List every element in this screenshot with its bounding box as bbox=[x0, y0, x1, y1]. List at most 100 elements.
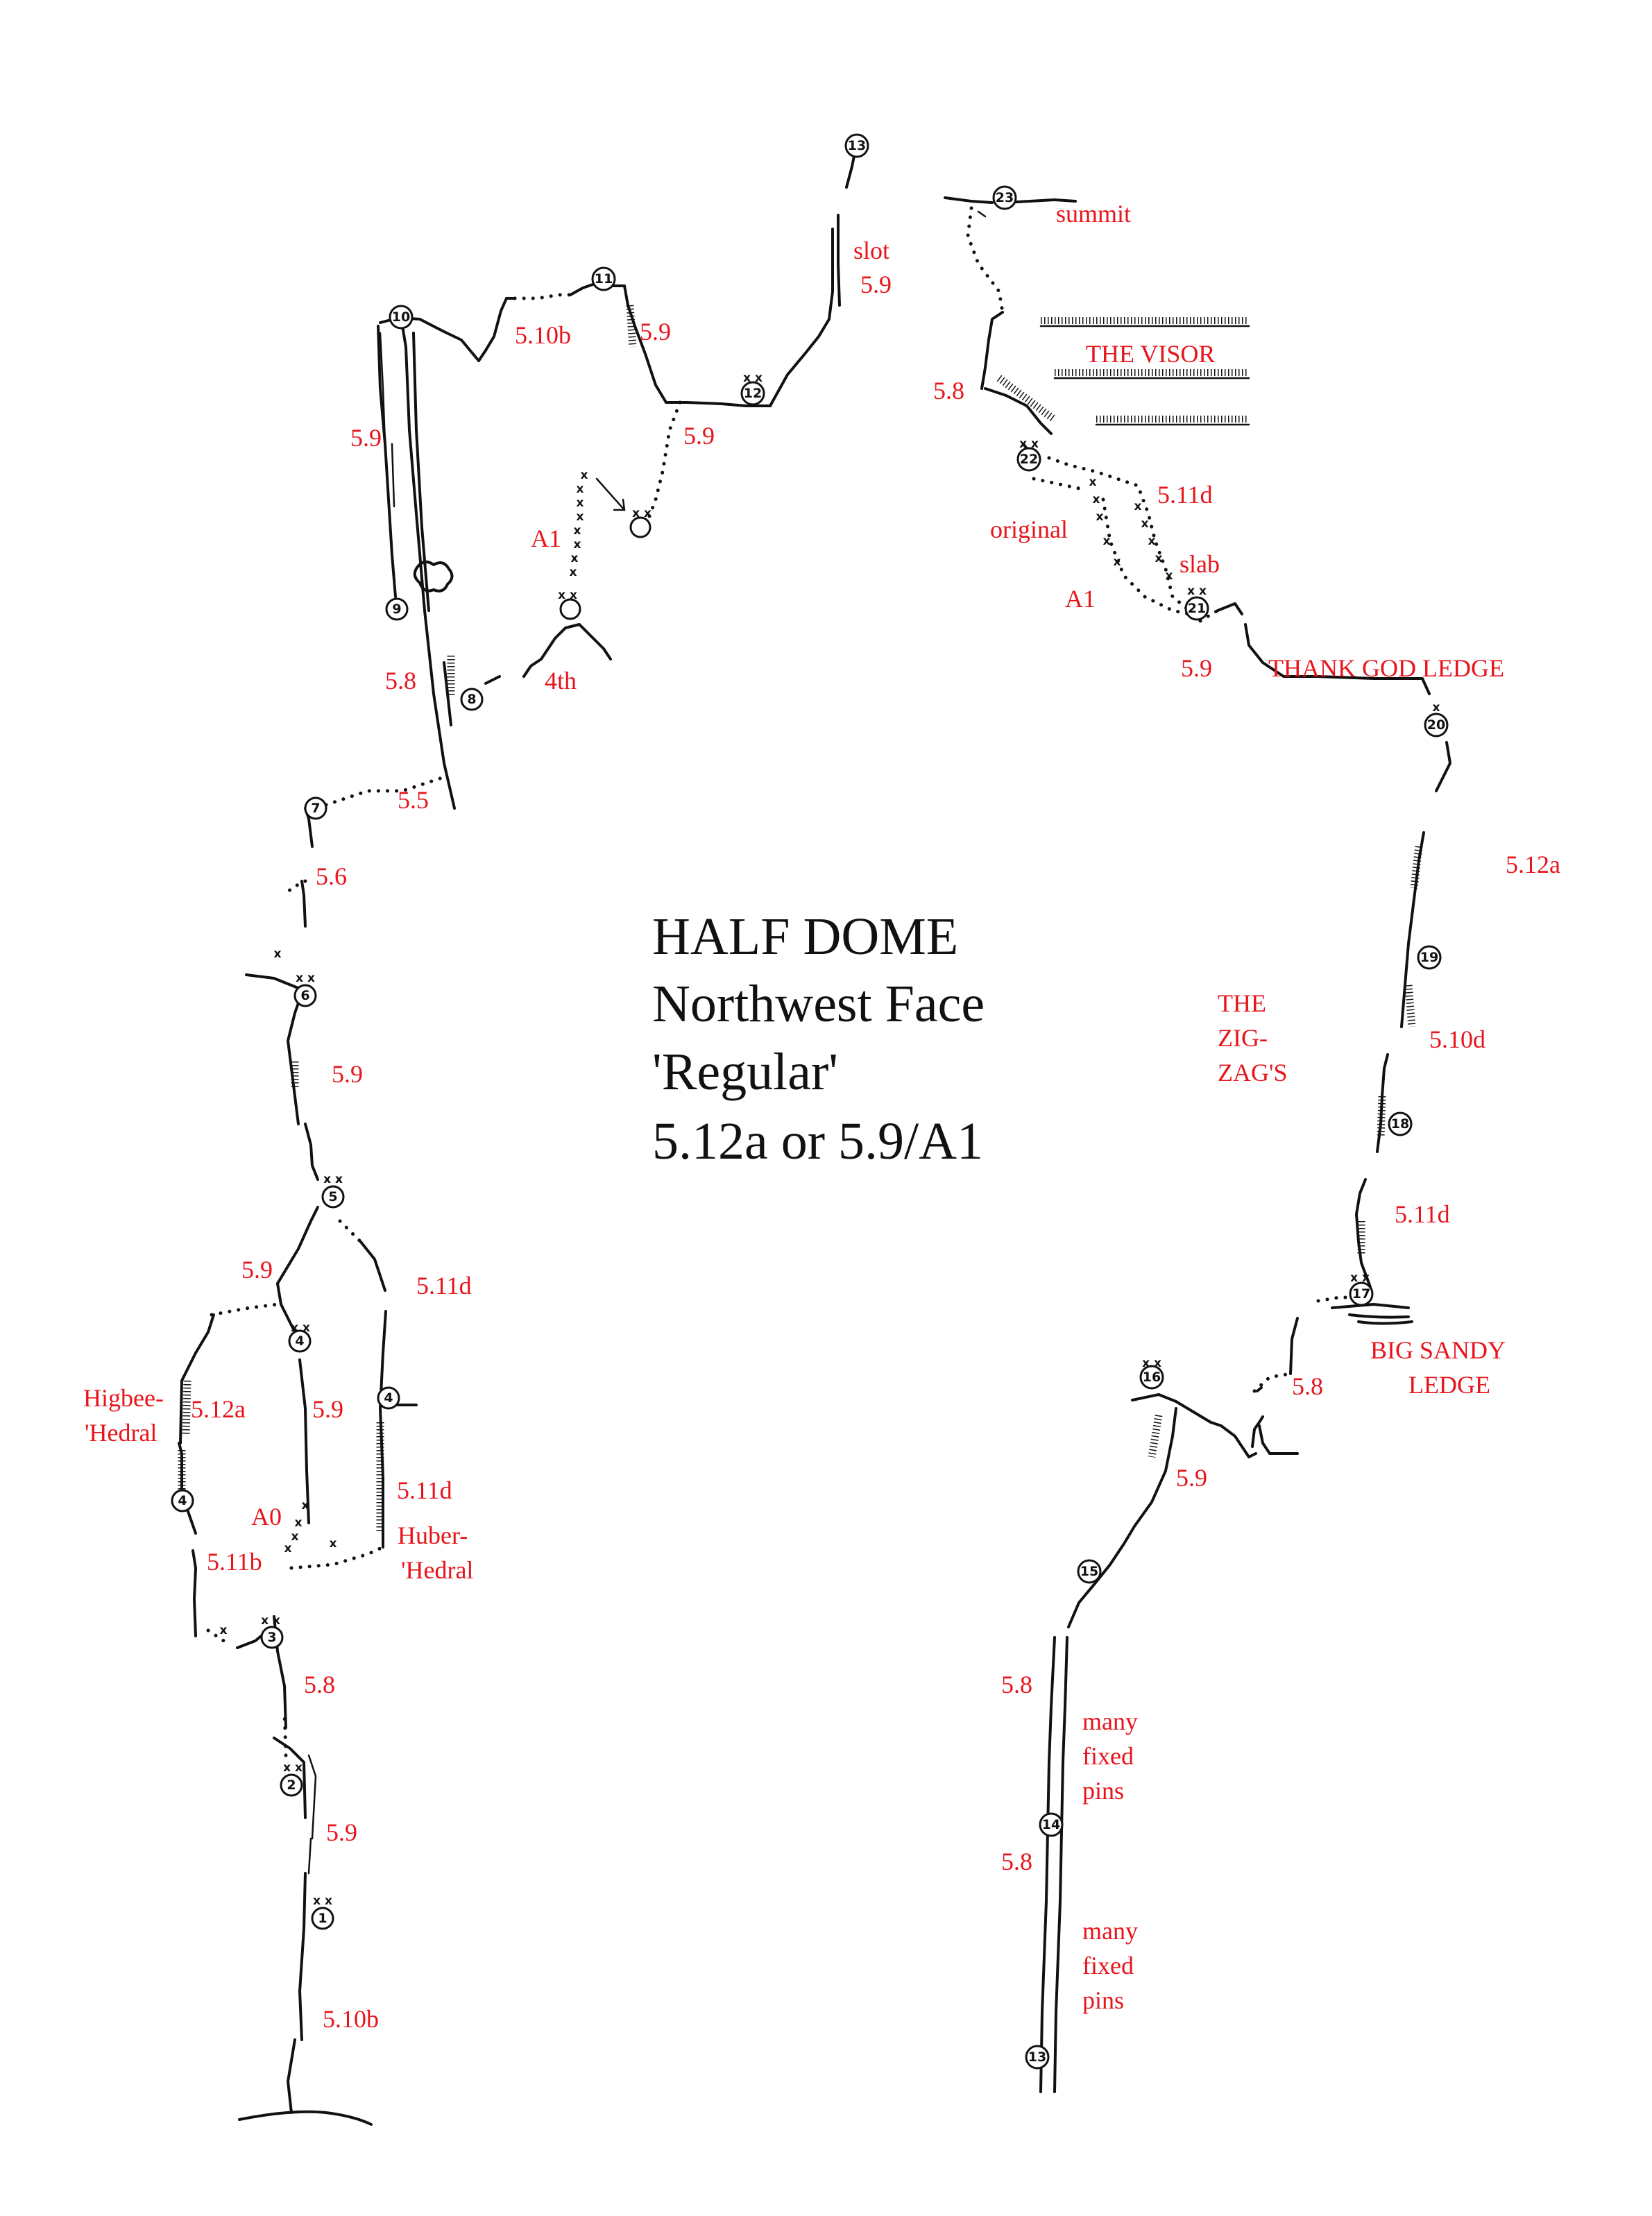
label-a1-right: A1 bbox=[1065, 585, 1096, 613]
svg-text:x: x bbox=[574, 538, 581, 552]
belay-15: 15 bbox=[1077, 1559, 1102, 1584]
label-zigzags-3: ZAG'S bbox=[1218, 1059, 1288, 1086]
belay-circle-a bbox=[629, 516, 652, 538]
svg-text:12: 12 bbox=[744, 386, 762, 401]
svg-text:x: x bbox=[302, 1499, 309, 1512]
grade-59-tgl: 5.9 bbox=[1181, 654, 1212, 682]
grade-58-bsl: 5.8 bbox=[1292, 1372, 1323, 1400]
belay-11: 11 bbox=[591, 266, 616, 291]
svg-text:13: 13 bbox=[848, 138, 866, 153]
grade-59-16: 5.9 bbox=[1176, 1464, 1207, 1492]
grade-58-15: 5.8 bbox=[1001, 1671, 1032, 1698]
label-pins-b-2: fixed bbox=[1082, 1952, 1134, 1979]
arrow-icon bbox=[595, 477, 626, 511]
belay-8: 8 bbox=[460, 688, 484, 711]
svg-text:x: x bbox=[577, 510, 584, 524]
svg-text:11: 11 bbox=[595, 271, 613, 287]
svg-text:7: 7 bbox=[311, 801, 320, 816]
svg-text:15: 15 bbox=[1080, 1564, 1098, 1579]
svg-text:x: x bbox=[570, 565, 577, 579]
svg-text:x: x bbox=[577, 496, 584, 510]
belay-20: 20 bbox=[1424, 713, 1449, 738]
svg-text:x: x bbox=[1141, 517, 1149, 531]
grade-59-p9: 5.9 bbox=[350, 424, 382, 452]
belay-13-top: 13 bbox=[844, 133, 869, 158]
grade-58-14: 5.8 bbox=[1001, 1848, 1032, 1875]
grade-59-slot: 5.9 bbox=[860, 271, 892, 298]
belay-19: 19 bbox=[1417, 945, 1442, 970]
svg-text:x: x bbox=[274, 947, 282, 961]
svg-text:18: 18 bbox=[1391, 1116, 1409, 1132]
grade-labels-right: summit THE VISOR 5.8 5.11d original slab… bbox=[933, 200, 1560, 2014]
grade-510b-p10: 5.10b bbox=[515, 321, 571, 349]
grade-59-p6: 5.9 bbox=[332, 1060, 363, 1088]
svg-text:x x: x x bbox=[323, 1173, 343, 1186]
title-line-3: 'Regular' bbox=[652, 1043, 838, 1101]
belay-22: 22 bbox=[1016, 447, 1041, 472]
svg-text:21: 21 bbox=[1188, 601, 1206, 616]
title-line-2: Northwest Face bbox=[652, 975, 985, 1033]
grade-p2: 5.9 bbox=[326, 1818, 357, 1846]
grade-511d-right: 5.11d bbox=[1395, 1200, 1450, 1228]
rock-features-right bbox=[944, 196, 1451, 2093]
svg-text:19: 19 bbox=[1420, 950, 1438, 965]
belay-9: 9 bbox=[385, 597, 409, 621]
grade-59-p4: 5.9 bbox=[312, 1395, 343, 1423]
svg-text:x: x bbox=[1089, 475, 1097, 489]
grade-511d-a: 5.11d bbox=[416, 1272, 472, 1299]
svg-text:x: x bbox=[1134, 500, 1142, 513]
svg-text:x: x bbox=[291, 1530, 299, 1544]
grade-58-p8: 5.8 bbox=[385, 667, 416, 694]
grade-59-p5: 5.9 bbox=[241, 1256, 273, 1284]
belay-7: 7 bbox=[304, 796, 327, 820]
grade-labels-left: 5.10b 5.9 5.8 5.11b A0 Huber- 'Hedral Hi… bbox=[83, 237, 892, 2033]
label-a1-left: A1 bbox=[531, 525, 561, 552]
svg-text:x: x bbox=[1166, 569, 1173, 583]
label-big-sandy-1: BIG SANDY bbox=[1370, 1336, 1506, 1364]
label-huber-2: 'Hedral bbox=[401, 1556, 473, 1584]
grade-p3: 5.8 bbox=[304, 1671, 335, 1698]
svg-text:x x: x x bbox=[283, 1761, 303, 1775]
svg-text:20: 20 bbox=[1427, 717, 1445, 733]
belay-17: 17 bbox=[1349, 1281, 1374, 1306]
label-pins-a-3: pins bbox=[1082, 1777, 1124, 1805]
belay-4-left: 4 bbox=[171, 1489, 194, 1512]
svg-text:x: x bbox=[1155, 552, 1163, 565]
svg-text:x x: x x bbox=[1019, 437, 1039, 451]
label-pins-b-1: many bbox=[1082, 1917, 1138, 1945]
svg-text:x: x bbox=[577, 482, 584, 496]
belay-4-right: 4 bbox=[377, 1386, 400, 1410]
grade-55: 5.5 bbox=[398, 786, 429, 814]
svg-text:x: x bbox=[330, 1537, 337, 1551]
grade-59-p11: 5.9 bbox=[640, 318, 671, 346]
title-line-4: 5.12a or 5.9/A1 bbox=[652, 1112, 983, 1170]
svg-text:x: x bbox=[1093, 493, 1100, 506]
svg-text:x: x bbox=[571, 552, 579, 565]
belay-3: 3 bbox=[260, 1626, 284, 1649]
grade-58-visor: 5.8 bbox=[933, 377, 964, 404]
belay-2: 2 bbox=[280, 1773, 303, 1797]
svg-text:16: 16 bbox=[1143, 1370, 1161, 1385]
belay-circle-b bbox=[559, 598, 581, 620]
svg-text:10: 10 bbox=[392, 309, 410, 325]
label-pins-a-1: many bbox=[1082, 1707, 1138, 1735]
grade-p1: 5.10b bbox=[323, 2005, 379, 2033]
belay-21: 21 bbox=[1184, 596, 1209, 621]
svg-text:17: 17 bbox=[1352, 1286, 1370, 1302]
svg-text:x: x bbox=[284, 1542, 292, 1556]
svg-text:x x: x x bbox=[743, 371, 763, 385]
svg-text:2: 2 bbox=[287, 1778, 296, 1793]
label-slab: slab bbox=[1180, 550, 1220, 578]
svg-text:4: 4 bbox=[295, 1333, 304, 1349]
label-zigzags-1: THE bbox=[1218, 989, 1266, 1017]
grade-511d-22: 5.11d bbox=[1157, 481, 1213, 509]
title-line-1: HALF DOME bbox=[652, 907, 958, 966]
grade-512a-left: 5.12a bbox=[191, 1395, 246, 1423]
grade-511b: 5.11b bbox=[207, 1548, 262, 1576]
svg-text:22: 22 bbox=[1020, 452, 1038, 467]
label-a0: A0 bbox=[251, 1503, 282, 1531]
svg-text:x x: x x bbox=[1350, 1271, 1370, 1285]
grade-59-p12: 5.9 bbox=[683, 422, 715, 450]
belay-16: 16 bbox=[1139, 1365, 1164, 1390]
